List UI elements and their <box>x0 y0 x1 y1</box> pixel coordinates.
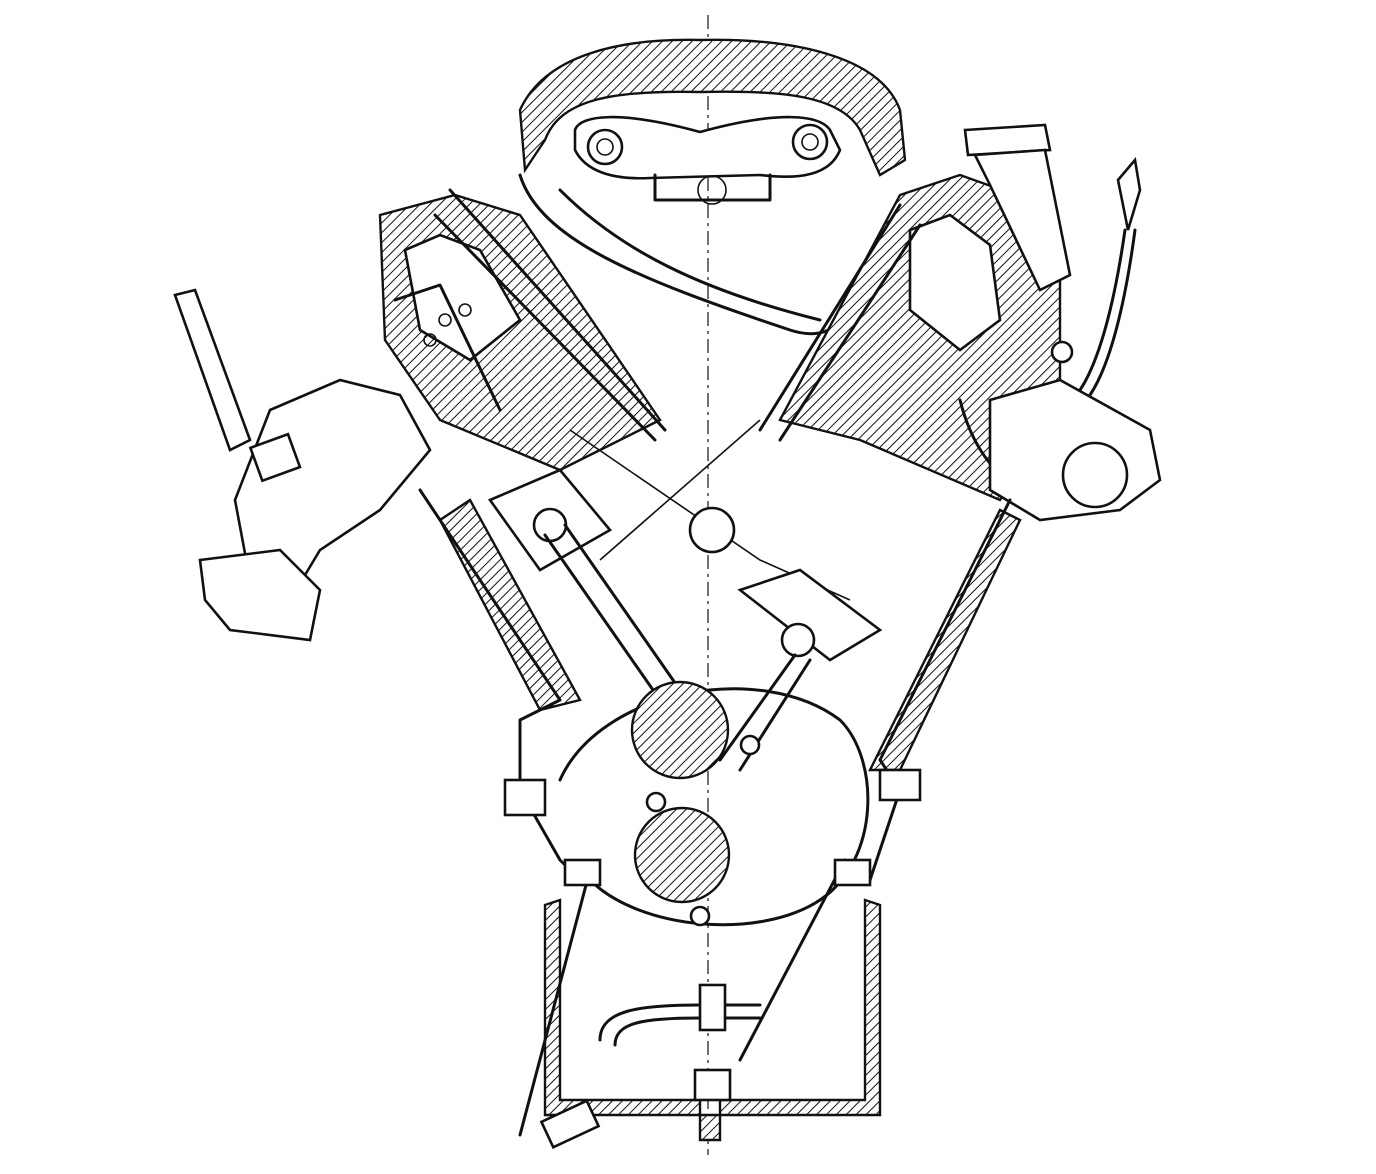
oil-sump <box>518 858 882 1149</box>
left-cylinder-head <box>378 188 667 472</box>
right-exhaust-manifold <box>988 340 1162 522</box>
crankshaft <box>558 680 870 927</box>
left-exhaust-manifold <box>173 288 432 642</box>
intake-plenum <box>518 38 907 336</box>
dipstick-tube <box>1078 157 1142 397</box>
oil-filler-cap <box>963 123 1072 292</box>
engine-block <box>418 419 1022 882</box>
pistons-and-rods <box>488 468 883 772</box>
mounting-bolts <box>503 768 922 887</box>
